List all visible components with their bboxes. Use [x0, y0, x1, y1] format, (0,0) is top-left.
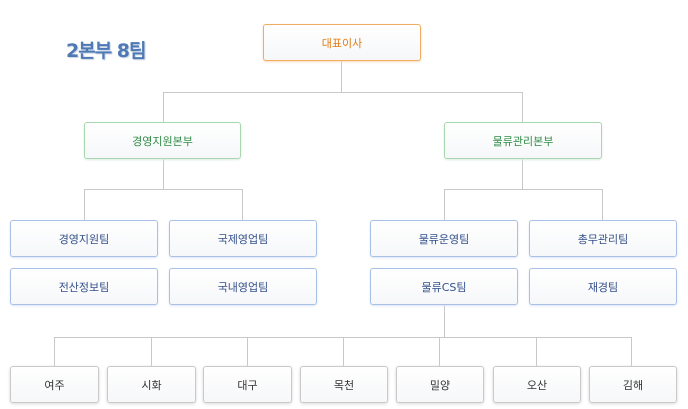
- connector-line: [247, 337, 248, 367]
- connector-line: [602, 189, 603, 221]
- connector-line: [242, 189, 243, 221]
- connector-line: [54, 337, 55, 367]
- connector-line: [444, 189, 445, 221]
- org-summary: 2본부 8팀: [66, 40, 146, 62]
- connector-line: [522, 159, 523, 189]
- branch-yeoju[interactable]: 여주: [10, 366, 99, 403]
- division-management-support[interactable]: 경영지원본부: [84, 122, 241, 159]
- division-logistics-management[interactable]: 물류관리본부: [444, 122, 602, 159]
- connector-line: [84, 189, 85, 221]
- team-it-information[interactable]: 전산정보팀: [10, 268, 158, 305]
- connector-line: [163, 92, 523, 93]
- connector-line: [522, 92, 523, 123]
- connector-line: [343, 337, 344, 367]
- branch-sihwa[interactable]: 시화: [107, 366, 196, 403]
- connector-line: [444, 189, 603, 190]
- team-logistics-operations[interactable]: 물류운영팀: [370, 220, 518, 257]
- team-finance[interactable]: 재경팀: [529, 268, 677, 305]
- connector-line: [163, 159, 164, 189]
- ceo-node[interactable]: 대표이사: [263, 24, 421, 61]
- connector-line: [536, 337, 537, 367]
- branch-mokcheon[interactable]: 목천: [300, 366, 388, 403]
- team-international-sales[interactable]: 국제영업팀: [169, 220, 317, 257]
- branch-daegu[interactable]: 대구: [203, 366, 292, 403]
- connector-line: [631, 337, 632, 367]
- branch-gimhae[interactable]: 김해: [589, 366, 677, 403]
- connector-line: [439, 337, 440, 367]
- branch-miryang[interactable]: 밀양: [396, 366, 484, 403]
- connector-line: [84, 189, 243, 190]
- branch-osan[interactable]: 오산: [493, 366, 581, 403]
- connector-line: [444, 305, 445, 337]
- team-logistics-cs[interactable]: 물류CS팀: [370, 268, 518, 305]
- team-general-affairs[interactable]: 총무관리팀: [529, 220, 677, 257]
- team-management-support[interactable]: 경영지원팀: [10, 220, 158, 257]
- connector-line: [341, 61, 342, 92]
- team-domestic-sales[interactable]: 국내영업팀: [169, 268, 317, 305]
- connector-line: [163, 92, 164, 123]
- connector-line: [151, 337, 152, 367]
